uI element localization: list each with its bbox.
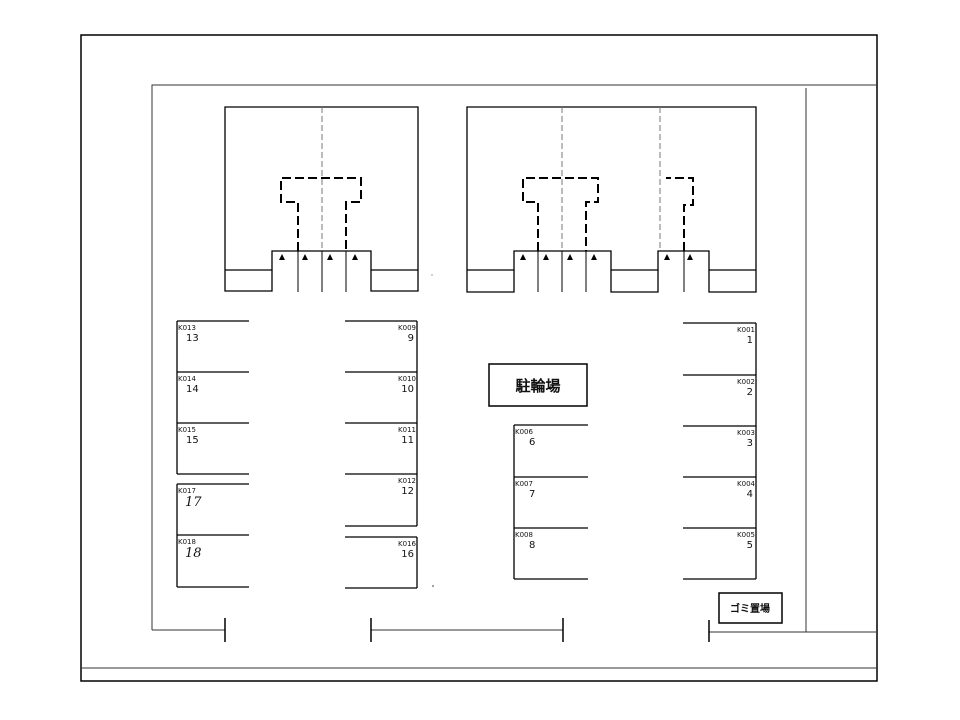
bicycle-parking-label: 駐輪場 (515, 377, 560, 395)
space-id-k005: K005 (737, 531, 755, 539)
space-id-k011: K011 (398, 426, 416, 434)
space-id-k012: K012 (398, 477, 416, 485)
space-id-k014: K014 (178, 375, 196, 383)
space-id-k004: K004 (737, 480, 755, 488)
outer-frame (80, 34, 878, 682)
space-id-k003: K003 (737, 429, 755, 437)
space-id-k006: K006 (515, 428, 533, 436)
entrance-arrow-icon (327, 254, 333, 260)
space-number-17: 17 (185, 495, 202, 510)
space-id-k013: K013 (178, 324, 196, 332)
space-id-k016: K016 (398, 540, 416, 548)
space-number-7: 7 (529, 489, 535, 500)
space-id-k015: K015 (178, 426, 196, 434)
entrance-arrow-icon (543, 254, 549, 260)
parking-column-a (176, 320, 249, 475)
building-right (466, 106, 757, 293)
space-number-11: 11 (401, 435, 414, 446)
entrance-arrow-icon (279, 254, 285, 260)
space-id-k008: K008 (515, 531, 533, 539)
building-left (224, 106, 419, 292)
space-id-k001: K001 (737, 326, 755, 334)
space-number-12: 12 (401, 486, 414, 497)
space-number-8: 8 (529, 540, 535, 551)
entrance-arrow-icon (520, 254, 526, 260)
space-id-k002: K002 (737, 378, 755, 386)
parking-column-a2 (176, 483, 249, 588)
parking-column-c (513, 424, 588, 580)
space-number-3: 3 (747, 438, 753, 449)
parking-column-d (683, 322, 757, 580)
entrance-arrow-icon (352, 254, 358, 260)
site-boundary (151, 84, 877, 630)
space-number-10: 10 (401, 384, 414, 395)
space-number-1: 1 (747, 335, 753, 346)
garbage-area-label: ゴミ置場 (730, 602, 770, 615)
speck (431, 274, 433, 276)
parking-column-b2 (345, 536, 418, 589)
entrance-arrow-icon (664, 254, 670, 260)
space-number-16: 16 (401, 549, 414, 560)
parking-column-b (345, 320, 418, 527)
bicycle-parking-box (488, 363, 588, 407)
space-id-k009: K009 (398, 324, 416, 332)
space-number-18: 18 (185, 546, 202, 561)
entrance-arrow-icon (567, 254, 573, 260)
space-number-6: 6 (529, 437, 535, 448)
space-number-9: 9 (408, 333, 414, 344)
space-id-k007: K007 (515, 480, 533, 488)
entrance-arrow-icon (302, 254, 308, 260)
space-id-k018: K018 (178, 538, 196, 546)
entrance-arrow-icon (687, 254, 693, 260)
space-number-4: 4 (747, 489, 753, 500)
space-number-14: 14 (186, 384, 199, 395)
space-number-15: 15 (186, 435, 199, 446)
space-number-2: 2 (747, 387, 753, 398)
entrance-arrow-icon (591, 254, 597, 260)
space-id-k010: K010 (398, 375, 416, 383)
space-id-k017: K017 (178, 487, 196, 495)
speck (432, 585, 434, 587)
garbage-area-box (718, 592, 783, 624)
space-number-5: 5 (747, 540, 753, 551)
space-number-13: 13 (186, 333, 199, 344)
site-boundary-right (805, 88, 877, 633)
